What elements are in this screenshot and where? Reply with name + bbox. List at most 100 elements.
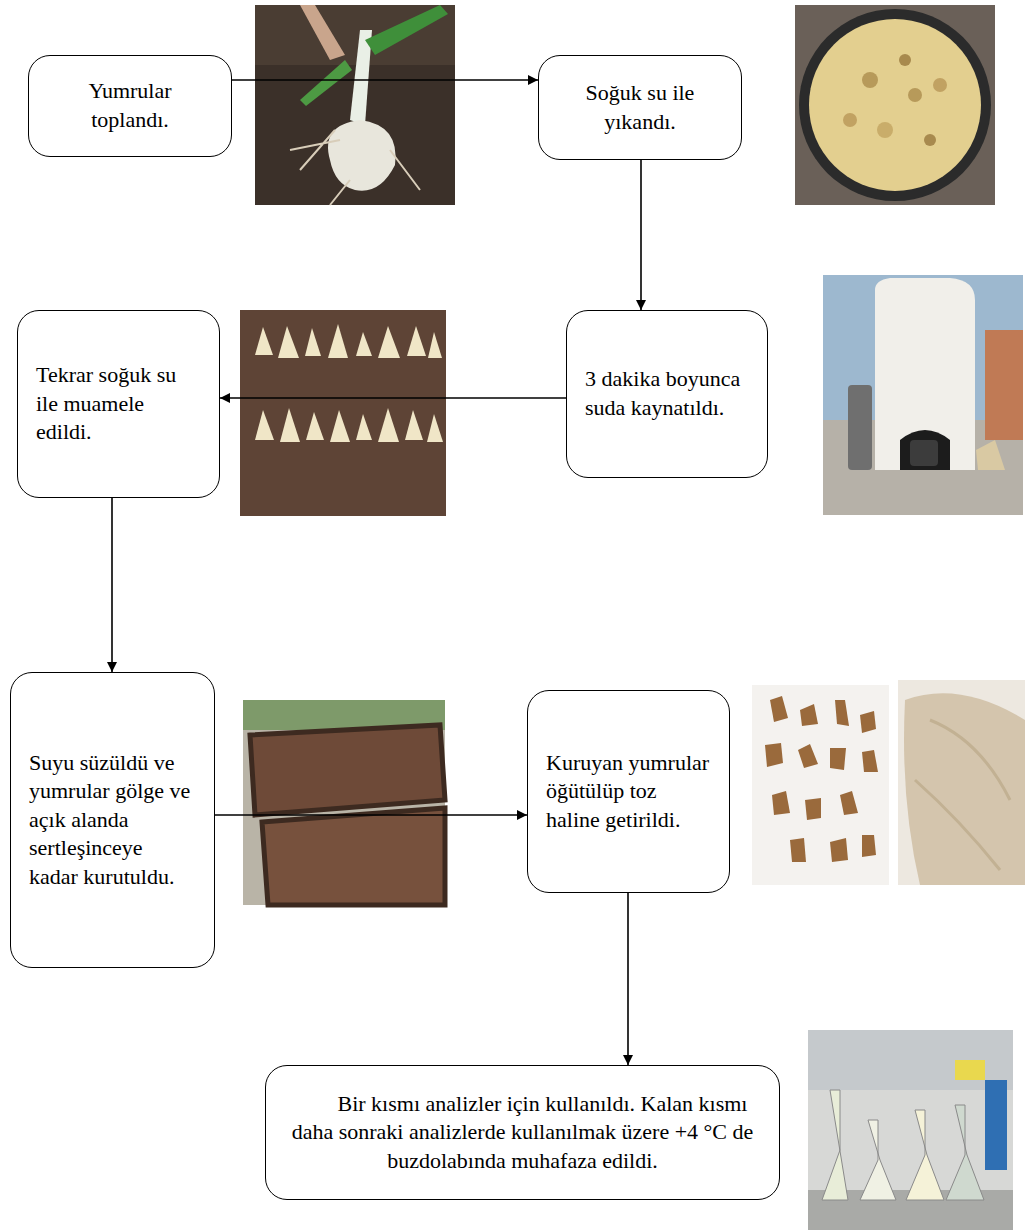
dried-pieces-photo [752,685,889,885]
dried-pieces-photo [835,700,849,726]
drying-trays-photo [262,808,445,905]
powder-photo [904,693,1025,885]
process-box: Kuruyan yumrular öğütülüp toz haline get… [527,690,730,893]
oven-photo [976,440,1005,470]
flow-arrow [111,498,113,672]
dried-pieces-photo [862,835,876,857]
oven-photo [848,385,872,470]
flow-arrow [215,814,527,816]
drying-trays-photo [243,700,445,905]
lab-photo [808,1030,1013,1230]
tubers-photo [278,326,299,358]
process-box: Soğuk su ile yıkandı. [538,55,742,160]
tubers-photo [255,410,274,440]
oven-photo [900,430,950,470]
tubers-photo [356,332,372,356]
oven-photo [823,275,1023,515]
dried-pieces-photo [765,696,878,862]
dried-pieces-photo [840,791,858,815]
powder-photo [898,680,1025,885]
tubers-photo [405,410,423,440]
flow-arrow [220,397,566,399]
tubers-photo [280,408,300,442]
oven-photo [985,330,1023,440]
process-box: Yumrular toplandı. [28,55,232,157]
bowl-photo [877,122,893,138]
dried-pieces-photo [860,711,876,733]
step-text: Kuruyan yumrular öğütülüp toz haline get… [546,749,711,835]
tubers-photo [378,408,399,442]
tubers-photo [306,412,324,440]
dried-pieces-photo [772,791,790,815]
bowl-photo [795,5,995,205]
plant-photo [255,5,455,205]
bowl-photo [809,19,981,191]
process-box: Bir kısmı analizler için kullanıldı. Kal… [265,1065,780,1200]
oven-photo [910,440,938,466]
oven-photo [875,278,975,470]
drying-trays-photo [250,725,445,815]
powder-photo [915,720,1010,870]
lab-photo [955,1060,985,1080]
plant-photo [290,130,420,205]
tubers-photo [330,410,350,442]
lab-photo [808,1030,1013,1090]
lab-photo [906,1110,944,1200]
bowl-photo [933,78,947,92]
tubers-photo [407,326,426,356]
tubers-photo [328,324,348,358]
bowl-photo [899,54,911,66]
tubers-photo [255,327,273,355]
step-text: 3 dakika boyunca suda kaynatıldı. [585,365,749,422]
step-text: Bir kısmı analizler için kullanıldı. Kal… [284,1090,761,1176]
dried-pieces-photo [862,750,878,772]
bowl-photo [862,72,878,88]
bowl-photo [795,5,995,205]
dried-pieces-photo [805,798,821,820]
flow-arrow [640,160,642,310]
dried-pieces-photo [752,685,889,885]
plant-photo [255,5,455,205]
dried-pieces-photo [765,743,783,767]
bowl-photo [924,134,936,146]
tubers-photo [427,414,443,442]
step-text: Soğuk su ile yıkandı. [557,79,723,136]
process-box: Suyu süzüldü ve yumrular gölge ve açık a… [10,672,215,968]
plant-photo [328,120,396,191]
drying-trays-photo [250,725,445,815]
tubers-photo [255,324,443,442]
bowl-photo [799,9,991,201]
tubers-photo [356,414,372,440]
tubers-photo [240,310,446,516]
step-text: Yumrular toplandı. [47,77,213,134]
plant-photo [255,5,455,65]
tubers-photo [428,332,442,358]
tubers-photo [378,326,400,358]
plant-photo [365,5,448,55]
lab-photo [946,1105,984,1200]
lab-photo [822,1090,848,1200]
dried-pieces-photo [790,838,806,862]
dried-pieces-photo [798,744,818,768]
flow-arrow [627,893,629,1065]
lab-photo [860,1120,896,1200]
powder-photo [898,680,1025,885]
step-text: Suyu süzüldü ve yumrular gölge ve açık a… [29,749,196,892]
bowl-photo [908,88,922,102]
dried-pieces-photo [830,838,848,862]
drying-trays-photo [262,808,445,905]
dried-pieces-photo [800,704,818,726]
plant-photo [300,60,352,106]
dried-pieces-photo [830,748,846,770]
tubers-photo [240,310,446,516]
plant-photo [300,5,345,60]
lab-photo [808,1030,1013,1230]
lab-photo [985,1080,1007,1170]
process-box: 3 dakika boyunca suda kaynatıldı. [566,310,768,478]
dried-pieces-photo [770,696,788,722]
step-text: Tekrar soğuk su ile muamele edildi. [36,361,201,447]
process-box: Tekrar soğuk su ile muamele edildi. [17,310,220,498]
